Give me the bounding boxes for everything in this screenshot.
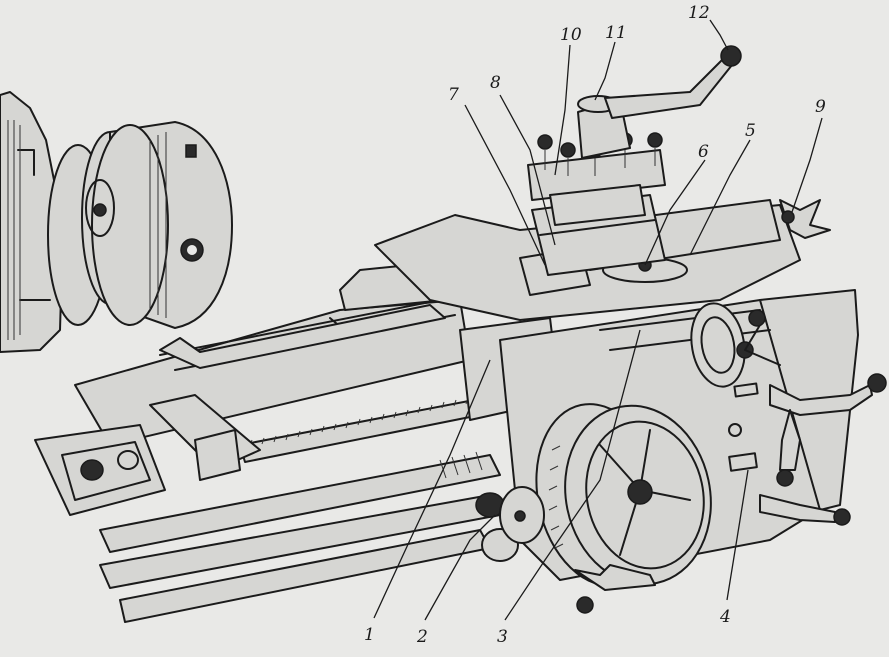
apron-knobs (475, 486, 545, 562)
callout-6: 6 (698, 142, 709, 162)
leader-5 (689, 139, 751, 256)
leader-1 (373, 359, 491, 619)
leader-8 (499, 94, 556, 246)
carriage-handwheel (535, 403, 712, 614)
control-box (34, 424, 166, 516)
callout-4: 4 (719, 607, 731, 627)
feed-levers (759, 373, 887, 526)
tool-post (527, 132, 666, 226)
leader-lines (373, 19, 823, 621)
callout-2: 2 (416, 627, 428, 647)
callout-3: 3 (497, 627, 508, 647)
callout-labels: 1 2 3 4 5 6 7 8 9 10 11 12 (364, 3, 826, 647)
callout-9: 9 (815, 97, 826, 117)
leader-9 (791, 117, 823, 213)
leader-4 (726, 469, 749, 601)
leader-6 (644, 159, 706, 266)
clamp-handle (577, 45, 742, 159)
callout-8: 8 (490, 73, 501, 93)
leader-10 (554, 44, 571, 176)
leader-12 (709, 19, 729, 51)
cross-slide-handwheel (690, 302, 781, 388)
callout-1: 1 (364, 625, 375, 645)
callout-10: 10 (560, 25, 582, 45)
leader-3 (504, 329, 641, 621)
rods-and-rack (99, 394, 506, 623)
callout-7: 7 (448, 85, 459, 105)
callout-11: 11 (605, 23, 627, 43)
leader-7 (464, 104, 546, 266)
chuck (47, 121, 233, 329)
callout-5: 5 (745, 121, 756, 141)
leader-2 (424, 514, 496, 621)
leader-11 (594, 41, 616, 101)
callout-12: 12 (688, 3, 710, 23)
